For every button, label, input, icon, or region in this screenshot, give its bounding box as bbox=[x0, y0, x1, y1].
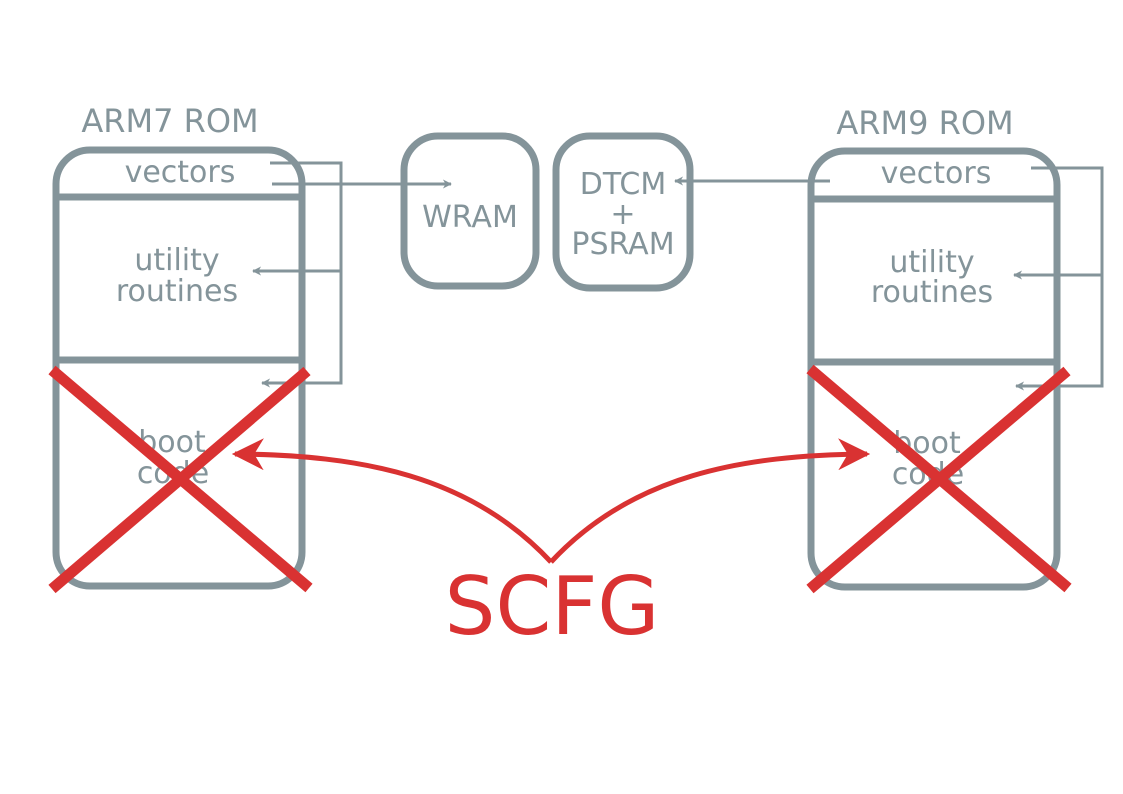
scfg-to-arm9-boot-arrow bbox=[549, 438, 871, 564]
arm7-boot-cross-line-b bbox=[48, 366, 311, 594]
wram-label: WRAM bbox=[422, 200, 518, 235]
dtcm-psram-block: DTCM + PSRAM bbox=[552, 132, 694, 292]
arm9-vectors-label: vectors bbox=[881, 156, 992, 191]
wram-box bbox=[400, 132, 540, 290]
arm9-utility-label-line1: utility bbox=[889, 245, 974, 280]
arm7-utility-label-line1: utility bbox=[134, 243, 219, 278]
arm7-vector-bracket bbox=[261, 161, 343, 388]
dtcm-plus-label: + bbox=[610, 197, 635, 232]
psram-label: PSRAM bbox=[571, 227, 674, 262]
scfg-label: SCFG bbox=[445, 560, 660, 653]
arm7-vectors-label: vectors bbox=[125, 155, 236, 190]
arm7-utility-label-line2: routines bbox=[116, 274, 238, 309]
arm9-boot-cross-line-b bbox=[806, 366, 1071, 594]
arm7-rom-outline bbox=[52, 146, 306, 590]
arm7-rom-title: ARM7 ROM bbox=[81, 102, 258, 140]
dtcm-label: DTCM bbox=[580, 167, 667, 202]
arm9-vector-bracket bbox=[1015, 166, 1104, 391]
arm9-rom-title: ARM9 ROM bbox=[836, 104, 1013, 142]
arm9-rom-block: ARM9 ROM vectors utility routines boot c… bbox=[674, 104, 1104, 594]
scfg-to-arm7-boot-arrow bbox=[231, 438, 553, 564]
arm9-rom-outline bbox=[807, 147, 1061, 591]
arm9-utility-label-line2: routines bbox=[871, 275, 993, 310]
wram-block: WRAM bbox=[400, 132, 540, 290]
scfg-block: SCFG bbox=[231, 438, 871, 653]
dtcm-psram-box bbox=[552, 132, 694, 292]
arm7-rom-block: ARM7 ROM vectors utility routines boot c… bbox=[48, 102, 452, 594]
